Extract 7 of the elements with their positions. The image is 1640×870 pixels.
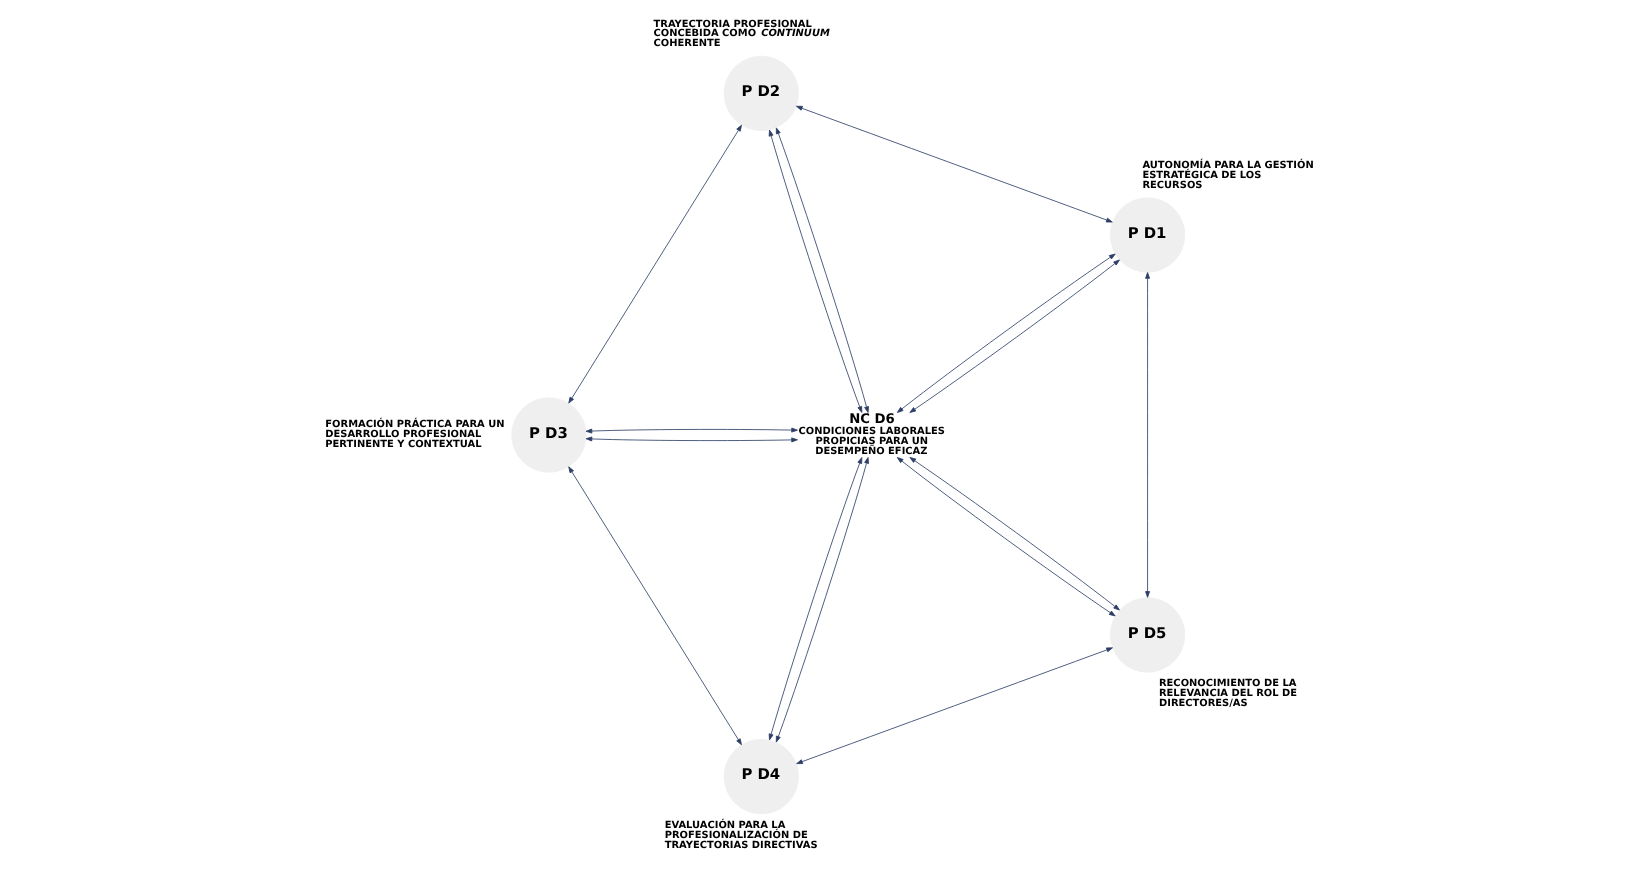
- arrow: [585, 427, 798, 434]
- arrow: [585, 436, 798, 443]
- arrow: [568, 124, 742, 404]
- arrow: [1145, 272, 1150, 598]
- arrow: [568, 466, 742, 746]
- arrow: [796, 647, 1113, 765]
- arrow: [796, 105, 1113, 223]
